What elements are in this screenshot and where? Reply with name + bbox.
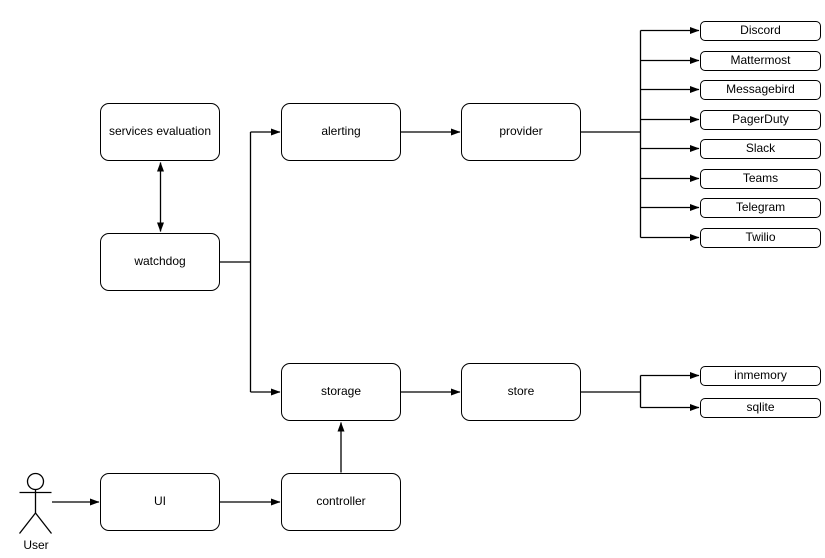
node-label: Discord bbox=[740, 22, 781, 37]
node-label: services evaluation bbox=[108, 124, 212, 139]
user-actor-label: User bbox=[23, 538, 49, 552]
node-label: Twilio bbox=[745, 229, 776, 244]
node-teams: Teams bbox=[700, 168, 821, 189]
node-label: Mattermost bbox=[730, 52, 791, 67]
node-telegram: Telegram bbox=[700, 197, 821, 218]
node-label: storage bbox=[320, 384, 362, 399]
node-label: alerting bbox=[321, 124, 361, 139]
node-ui: UI bbox=[100, 473, 220, 531]
node-storage: storage bbox=[281, 363, 401, 421]
node-label: Teams bbox=[742, 170, 779, 185]
node-pagerduty: PagerDuty bbox=[700, 109, 821, 130]
node-services-evaluation: services evaluation bbox=[100, 103, 220, 161]
node-slack: Slack bbox=[700, 138, 821, 159]
node-label: Slack bbox=[745, 140, 776, 155]
node-label: PagerDuty bbox=[732, 111, 789, 126]
node-label: provider bbox=[499, 124, 543, 139]
node-label: UI bbox=[154, 494, 166, 509]
node-label: Telegram bbox=[735, 199, 786, 214]
node-label: inmemory bbox=[734, 367, 787, 382]
node-twilio: Twilio bbox=[700, 227, 821, 248]
node-sqlite: sqlite bbox=[700, 397, 821, 418]
node-label: sqlite bbox=[746, 399, 775, 414]
user-actor-icon bbox=[18, 472, 53, 534]
node-label: watchdog bbox=[134, 254, 186, 269]
node-store: store bbox=[461, 363, 581, 421]
node-controller: controller bbox=[281, 473, 401, 531]
node-label: store bbox=[507, 384, 535, 399]
node-discord: Discord bbox=[700, 20, 821, 41]
node-provider: provider bbox=[461, 103, 581, 161]
node-label: Messagebird bbox=[726, 81, 795, 96]
node-messagebird: Messagebird bbox=[700, 79, 821, 100]
node-inmemory: inmemory bbox=[700, 365, 821, 386]
node-label: controller bbox=[316, 494, 366, 509]
node-watchdog: watchdog bbox=[100, 233, 220, 291]
node-alerting: alerting bbox=[281, 103, 401, 161]
node-mattermost: Mattermost bbox=[700, 50, 821, 71]
